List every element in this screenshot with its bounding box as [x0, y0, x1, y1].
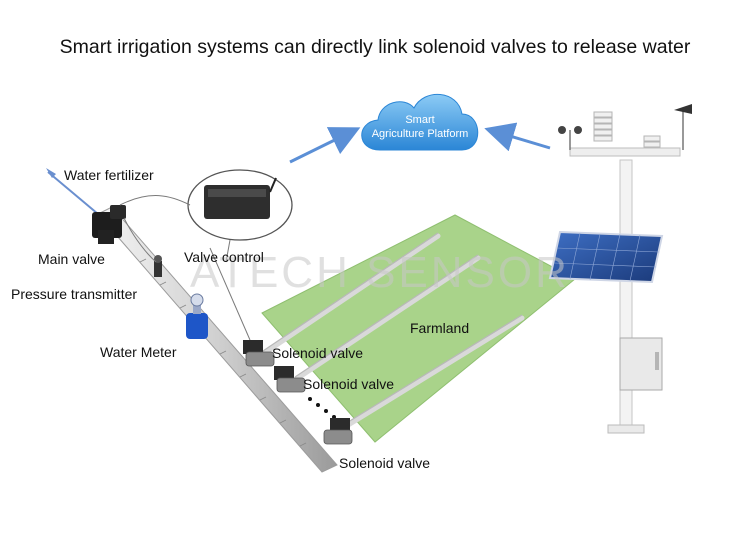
platform-line1: Smart — [405, 114, 435, 126]
water-fertilizer-device — [92, 205, 126, 238]
water-meter — [186, 293, 208, 339]
platform-label: Smart Agriculture Platform — [360, 113, 480, 141]
valve-controller — [187, 169, 293, 241]
solenoid-valve-2 — [274, 366, 306, 393]
solenoid-valve-1 — [243, 340, 275, 367]
weather-station — [548, 104, 692, 434]
label-solenoid-valve-1: Solenoid valve — [272, 345, 364, 361]
main-valve — [98, 230, 114, 244]
cloud-icon — [361, 93, 479, 151]
solar-panel — [548, 230, 664, 284]
label-solenoid-valve-2: Solenoid valve — [303, 376, 395, 392]
watermark: ATECH SENSOR — [190, 248, 570, 297]
arrow-station-to-cloud — [484, 122, 551, 152]
solenoid-valve-3 — [323, 418, 353, 445]
arrow-controller-to-cloud — [289, 127, 361, 164]
label-pressure-transmitter: Pressure transmitter — [11, 286, 138, 302]
label-solenoid-valve-3: Solenoid valve — [339, 455, 431, 471]
label-farmland: Farmland — [410, 320, 470, 336]
label-valve-control: Valve control — [184, 249, 264, 265]
platform-line2: Agriculture Platform — [371, 128, 469, 140]
pressure-transmitter — [154, 255, 162, 277]
label-water-fertilizer: Water fertilizer — [64, 167, 154, 183]
label-main-valve: Main valve — [38, 251, 105, 267]
label-water-meter: Water Meter — [100, 344, 177, 360]
page-title: Smart irrigation systems can directly li… — [59, 36, 691, 58]
solenoid-dots — [308, 397, 336, 419]
field-pipes — [257, 233, 525, 433]
